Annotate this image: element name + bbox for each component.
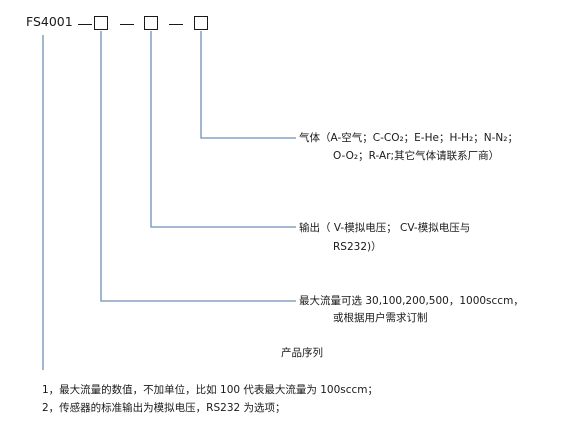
output-code-box — [144, 16, 158, 30]
series-label: 产品序列 — [281, 347, 323, 359]
output-label-line1: 输出（ V-模拟电压； CV-模拟电压与 — [299, 222, 471, 234]
note-2: 2，传感器的标准输出为模拟电压，RS232 为选项； — [42, 402, 286, 414]
output-label-line2: RS232)） — [333, 241, 382, 253]
separator-dash — [78, 24, 92, 25]
flow-code-box — [94, 16, 108, 30]
flow-label-line2: 或根据用户需求订制 — [333, 312, 428, 324]
gas-label-line1: 气体（A-空气；C-CO₂；E-He；H-H₂；N-N₂； — [299, 132, 518, 144]
separator-dash — [169, 24, 183, 25]
gas-connector — [200, 31, 296, 139]
gas-code-box — [194, 16, 208, 30]
flow-label-line1: 最大流量可选 30,100,200,500，1000sccm， — [299, 295, 524, 307]
flow-connector — [100, 31, 296, 302]
output-connector — [150, 31, 296, 228]
model-prefix: FS4001 — [26, 14, 73, 29]
gas-label-line2: O-O₂；R-Ar;其它气体请联系厂商） — [333, 150, 500, 162]
separator-dash — [120, 24, 134, 25]
note-1: 1，最大流量的数值，不加单位，比如 100 代表最大流量为 100sccm； — [42, 384, 379, 396]
